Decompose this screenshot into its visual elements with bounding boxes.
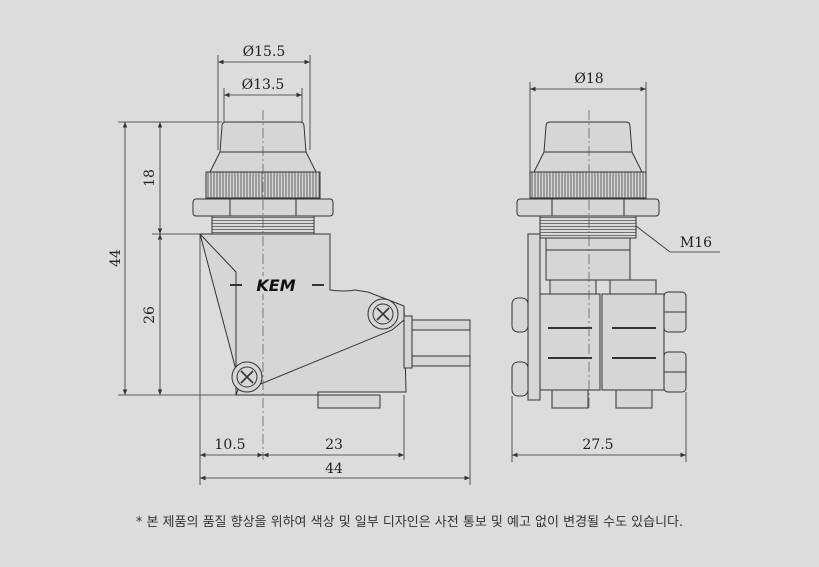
side-thread [539,215,637,239]
side-view [511,110,687,410]
dim-dia-15-5: Ø15.5 [243,44,286,60]
dim-dia-13-5: Ø13.5 [242,77,285,93]
side-bracket [527,233,541,401]
dim-width-23: 23 [325,437,343,453]
switch-block-right [601,293,665,391]
kem-logo: KEM [256,276,295,295]
dim-width-10-5: 10.5 [214,437,245,453]
side-dimensions [511,82,720,462]
dim-height-44: 44 [108,249,124,267]
switch-block-left [539,293,601,391]
dim-width-27-5: 27.5 [582,437,613,453]
dim-dia-18: Ø18 [574,71,603,87]
side-button-cap [543,121,633,153]
front-view [192,110,471,460]
footnote: * 본 제품의 품질 향상을 위하여 색상 및 일부 디자인은 사전 통보 및 … [135,515,684,530]
dim-width-44: 44 [325,461,343,477]
front-dimensions [118,55,471,485]
dim-thread-m16: M16 [680,235,712,251]
switch-lever [245,306,405,391]
dim-height-26: 26 [142,306,158,324]
side-hex-nut [516,198,660,217]
dim-height-18: 18 [142,169,158,187]
terminal-lower [403,355,471,367]
terminal-upper [403,319,471,331]
